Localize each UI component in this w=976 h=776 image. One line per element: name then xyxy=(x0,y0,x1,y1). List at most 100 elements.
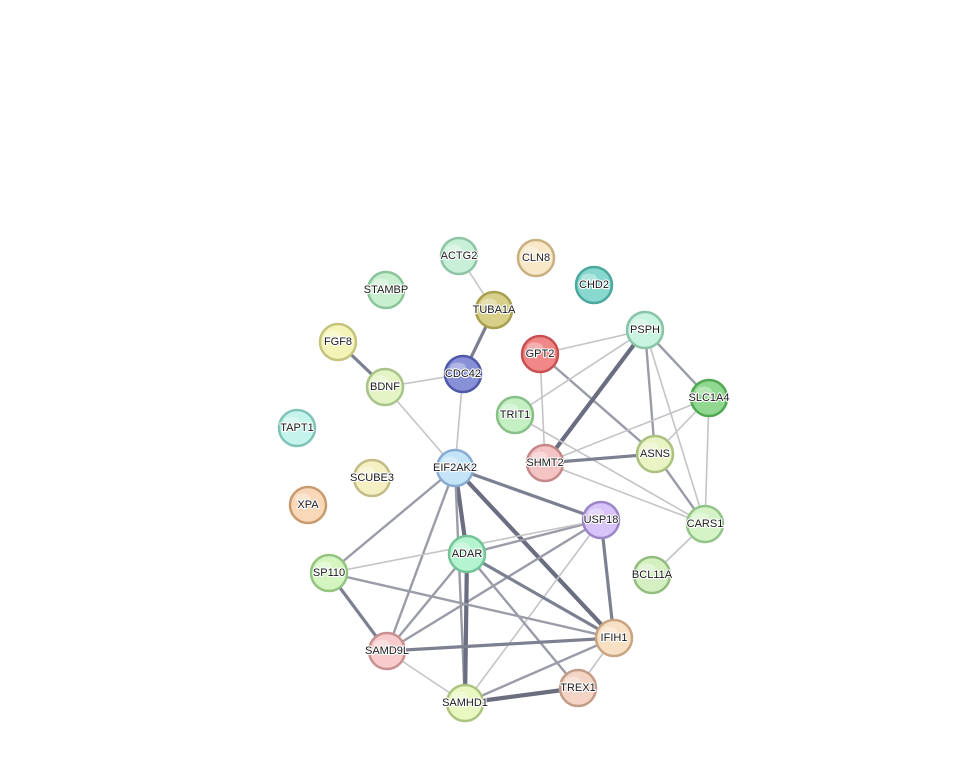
node-highlight xyxy=(359,466,375,476)
edge-slc1a4-shmt2 xyxy=(544,397,710,464)
node-label-cdc42: CDC42 xyxy=(445,368,481,380)
node-highlight xyxy=(696,386,712,396)
node-cln8[interactable]: CLN8 xyxy=(516,238,556,278)
node-highlight xyxy=(325,330,341,340)
node-label-eif2ak2: EIF2AK2 xyxy=(433,462,477,474)
node-circle-bdnf[interactable] xyxy=(365,367,405,407)
node-circle-ifih1[interactable] xyxy=(594,618,634,658)
edge-ifih1-samhd1 xyxy=(463,636,616,705)
node-adar[interactable]: ADAR xyxy=(447,534,487,574)
edge-eif2ak2-usp18 xyxy=(453,466,603,522)
node-circle-cars1[interactable] xyxy=(685,504,725,544)
node-xpa[interactable]: XPA xyxy=(288,485,328,525)
node-bcl11a[interactable]: BCL11A xyxy=(631,555,674,595)
node-circle-samhd1[interactable] xyxy=(445,683,485,723)
node-label-trex1: TREX1 xyxy=(560,682,595,694)
node-circle-shmt2[interactable] xyxy=(525,443,565,483)
node-circle-sp110[interactable] xyxy=(309,553,349,593)
node-highlight xyxy=(581,273,597,283)
node-label-psph: PSPH xyxy=(630,324,660,336)
edge-eif2ak2-sp110 xyxy=(327,466,457,575)
node-highlight xyxy=(446,244,462,254)
node-label-xpa: XPA xyxy=(297,499,319,511)
node-circle-trex1[interactable] xyxy=(558,668,598,708)
node-highlight xyxy=(601,626,617,636)
node-ifih1[interactable]: IFIH1 xyxy=(594,618,634,658)
node-circle-chd2[interactable] xyxy=(574,265,614,305)
edge-psph-shmt2 xyxy=(542,327,648,466)
node-asns[interactable]: ASNS xyxy=(635,434,675,474)
node-tapt1[interactable]: TAPT1 xyxy=(277,408,317,448)
node-sp110[interactable]: SP110 xyxy=(309,553,349,593)
node-highlight xyxy=(642,442,658,452)
node-circle-usp18[interactable] xyxy=(581,500,621,540)
edge-usp18-adar xyxy=(465,518,603,556)
node-highlight xyxy=(588,508,604,518)
node-label-cars1: CARS1 xyxy=(687,518,724,530)
node-circle-trit1[interactable] xyxy=(495,395,535,435)
node-circle-samd9l[interactable] xyxy=(367,631,407,671)
node-highlight xyxy=(502,403,518,413)
node-circle-actg2[interactable] xyxy=(439,236,479,276)
node-circle-scube3[interactable] xyxy=(352,458,392,498)
node-circle-adar[interactable] xyxy=(447,534,487,574)
node-circle-fgf8[interactable] xyxy=(318,322,358,362)
node-fgf8[interactable]: FGF8 xyxy=(318,322,358,362)
node-scube3[interactable]: SCUBE3 xyxy=(349,458,395,498)
node-cars1[interactable]: CARS1 xyxy=(685,504,725,544)
node-label-chd2: CHD2 xyxy=(579,279,609,291)
node-bdnf[interactable]: BDNF xyxy=(365,367,405,407)
node-gpt2[interactable]: GPT2 xyxy=(520,334,560,374)
node-stambp[interactable]: STAMBP xyxy=(363,270,409,310)
edge-eif2ak2-samd9l xyxy=(385,466,457,653)
node-shmt2[interactable]: SHMT2 xyxy=(525,443,565,483)
node-trex1[interactable]: TREX1 xyxy=(558,668,598,708)
edge-psph-trit1 xyxy=(514,329,646,416)
node-highlight xyxy=(532,451,548,461)
node-psph[interactable]: PSPH xyxy=(625,310,665,350)
node-label-scube3: SCUBE3 xyxy=(350,472,394,484)
edge-adar-trex1 xyxy=(465,552,580,690)
node-slc1a4[interactable]: SLC1A4 xyxy=(687,378,731,418)
node-highlight xyxy=(452,691,468,701)
node-actg2[interactable]: ACTG2 xyxy=(439,236,479,276)
node-circle-cln8[interactable] xyxy=(516,238,556,278)
edge-slc1a4-cars1 xyxy=(704,397,710,525)
node-circle-slc1a4[interactable] xyxy=(689,378,729,418)
node-highlight xyxy=(639,563,655,573)
node-label-adar: ADAR xyxy=(452,548,483,560)
node-cdc42[interactable]: CDC42 xyxy=(443,354,483,394)
node-circle-asns[interactable] xyxy=(635,434,675,474)
edge-eif2ak2-samhd1 xyxy=(453,466,467,705)
node-highlight xyxy=(284,416,300,426)
node-circle-eif2ak2[interactable] xyxy=(435,448,475,488)
node-samd9l[interactable]: SAMD9L xyxy=(364,631,410,671)
node-chd2[interactable]: CHD2 xyxy=(574,265,614,305)
node-circle-cdc42[interactable] xyxy=(443,354,483,394)
node-highlight xyxy=(373,278,389,288)
node-label-usp18: USP18 xyxy=(584,514,619,526)
node-samhd1[interactable]: SAMHD1 xyxy=(441,683,489,723)
node-highlight xyxy=(523,246,539,256)
node-eif2ak2[interactable]: EIF2AK2 xyxy=(432,448,478,488)
node-circle-gpt2[interactable] xyxy=(520,334,560,374)
node-usp18[interactable]: USP18 xyxy=(581,500,621,540)
node-trit1[interactable]: TRIT1 xyxy=(495,395,535,435)
node-label-shmt2: SHMT2 xyxy=(526,457,563,469)
node-circle-stambp[interactable] xyxy=(366,270,406,310)
node-label-tuba1a: TUBA1A xyxy=(473,304,516,316)
node-circle-bcl11a[interactable] xyxy=(632,555,672,595)
node-circle-psph[interactable] xyxy=(625,310,665,350)
node-tuba1a[interactable]: TUBA1A xyxy=(472,290,517,330)
edge-usp18-ifih1 xyxy=(599,518,616,640)
node-highlight xyxy=(442,456,458,466)
node-highlight xyxy=(295,493,311,503)
node-label-ifih1: IFIH1 xyxy=(601,632,628,644)
edge-samd9l-ifih1 xyxy=(385,636,616,653)
edge-trit1-cars1 xyxy=(514,414,706,525)
node-circle-tuba1a[interactable] xyxy=(474,290,514,330)
node-circle-xpa[interactable] xyxy=(288,485,328,525)
node-label-asns: ASNS xyxy=(640,448,670,460)
node-circle-tapt1[interactable] xyxy=(277,408,317,448)
node-highlight xyxy=(450,362,466,372)
